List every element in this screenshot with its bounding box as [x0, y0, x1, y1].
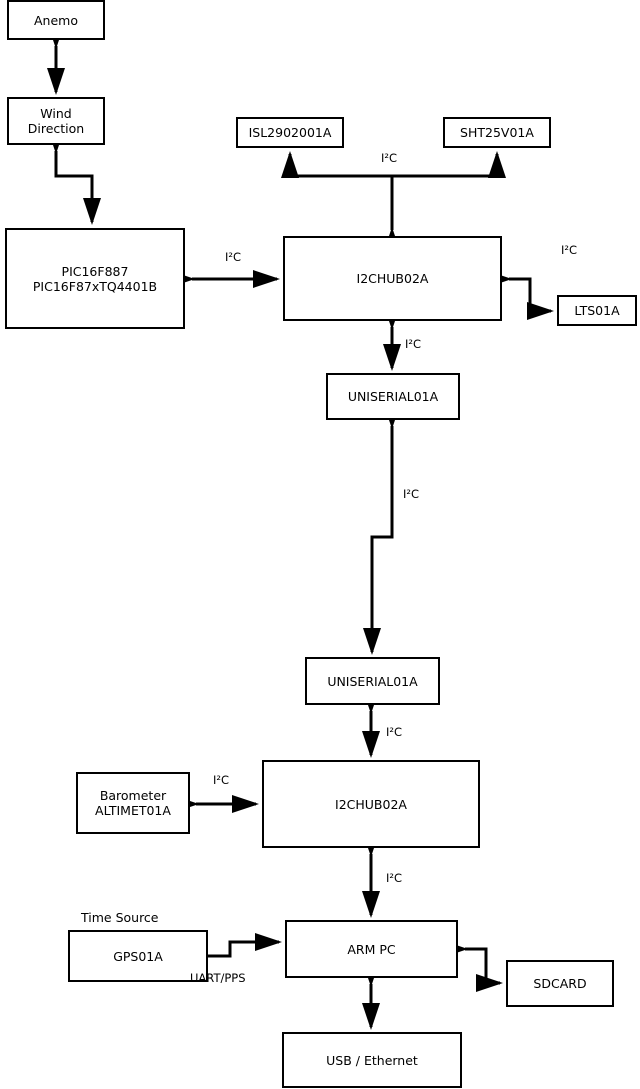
node-sht25v01a[interactable]: SHT25V01A — [443, 117, 551, 148]
edge-i2chub-upper-lts01a — [485, 270, 554, 320]
edge-label-i2c-pic-hub: I²C — [225, 250, 242, 264]
node-barometer[interactable]: Barometer ALTIMET01A — [76, 772, 190, 834]
edge-uniserial-upper-lower — [363, 402, 401, 655]
edge-label-i2c-hub-lts: I²C — [561, 243, 578, 257]
node-i2chub-upper[interactable]: I2CHUB02A — [283, 236, 502, 321]
node-uniserial-upper-label: UNISERIAL01A — [347, 389, 439, 404]
edge-label-i2c-hub-uniserial: I²C — [405, 337, 422, 351]
node-uniserial-lower[interactable]: UNISERIAL01A — [305, 657, 440, 705]
edge-label-i2c-hub-armpc: I²C — [386, 871, 403, 885]
node-usb-ethernet[interactable]: USB / Ethernet — [282, 1032, 462, 1088]
node-barometer-label: Barometer ALTIMET01A — [95, 788, 171, 818]
edge-label-uart-pps: UART/PPS — [190, 971, 246, 985]
edge-pic-wind-direction — [47, 127, 101, 225]
node-uniserial-upper[interactable]: UNISERIAL01A — [326, 373, 460, 420]
node-sdcard-label: SDCARD — [533, 976, 587, 991]
annotation-time-source: Time Source — [81, 910, 159, 925]
node-sht25v01a-label: SHT25V01A — [460, 125, 534, 140]
node-i2chub-lower-label: I2CHUB02A — [335, 796, 407, 812]
edge-label-i2c-barometer-hub: I²C — [213, 773, 230, 787]
node-i2chub-lower[interactable]: I2CHUB02A — [262, 760, 480, 848]
edge-arm-pc-sdcard — [441, 940, 503, 992]
node-arm-pc-label: ARM PC — [347, 941, 396, 957]
node-pic-mcu-label: PIC16F887 PIC16F87xTQ4401B — [32, 263, 158, 294]
node-anemo[interactable]: Anemo — [7, 0, 105, 40]
edge-label-i2c-uniserial-link: I²C — [403, 487, 420, 501]
node-i2chub-upper-label: I2CHUB02A — [356, 271, 429, 286]
edge-gps-arm-pc — [208, 933, 282, 958]
node-usb-ethernet-label: USB / Ethernet — [326, 1052, 418, 1068]
node-lts01a[interactable]: LTS01A — [557, 295, 637, 326]
node-wind-direction[interactable]: Wind Direction — [7, 97, 105, 145]
node-uniserial-lower-label: UNISERIAL01A — [327, 673, 418, 689]
edge-i2chub-upper-sensors — [281, 151, 506, 254]
node-anemo-label: Anemo — [34, 12, 78, 28]
node-isl2902001a-label: ISL2902001A — [248, 125, 332, 140]
node-pic-mcu[interactable]: PIC16F887 PIC16F87xTQ4401B — [5, 228, 185, 329]
edge-label-i2c-top-sensors: I²C — [381, 151, 398, 165]
node-gps01a[interactable]: GPS01A — [68, 930, 208, 982]
node-gps01a-label: GPS01A — [113, 948, 163, 964]
node-wind-direction-label: Wind Direction — [27, 106, 85, 136]
node-lts01a-label: LTS01A — [574, 303, 620, 318]
node-isl2902001a[interactable]: ISL2902001A — [236, 117, 344, 148]
node-sdcard[interactable]: SDCARD — [506, 960, 614, 1007]
edge-label-i2c-uniserial-hub-lower: I²C — [386, 725, 403, 739]
node-arm-pc[interactable]: ARM PC — [285, 920, 458, 978]
